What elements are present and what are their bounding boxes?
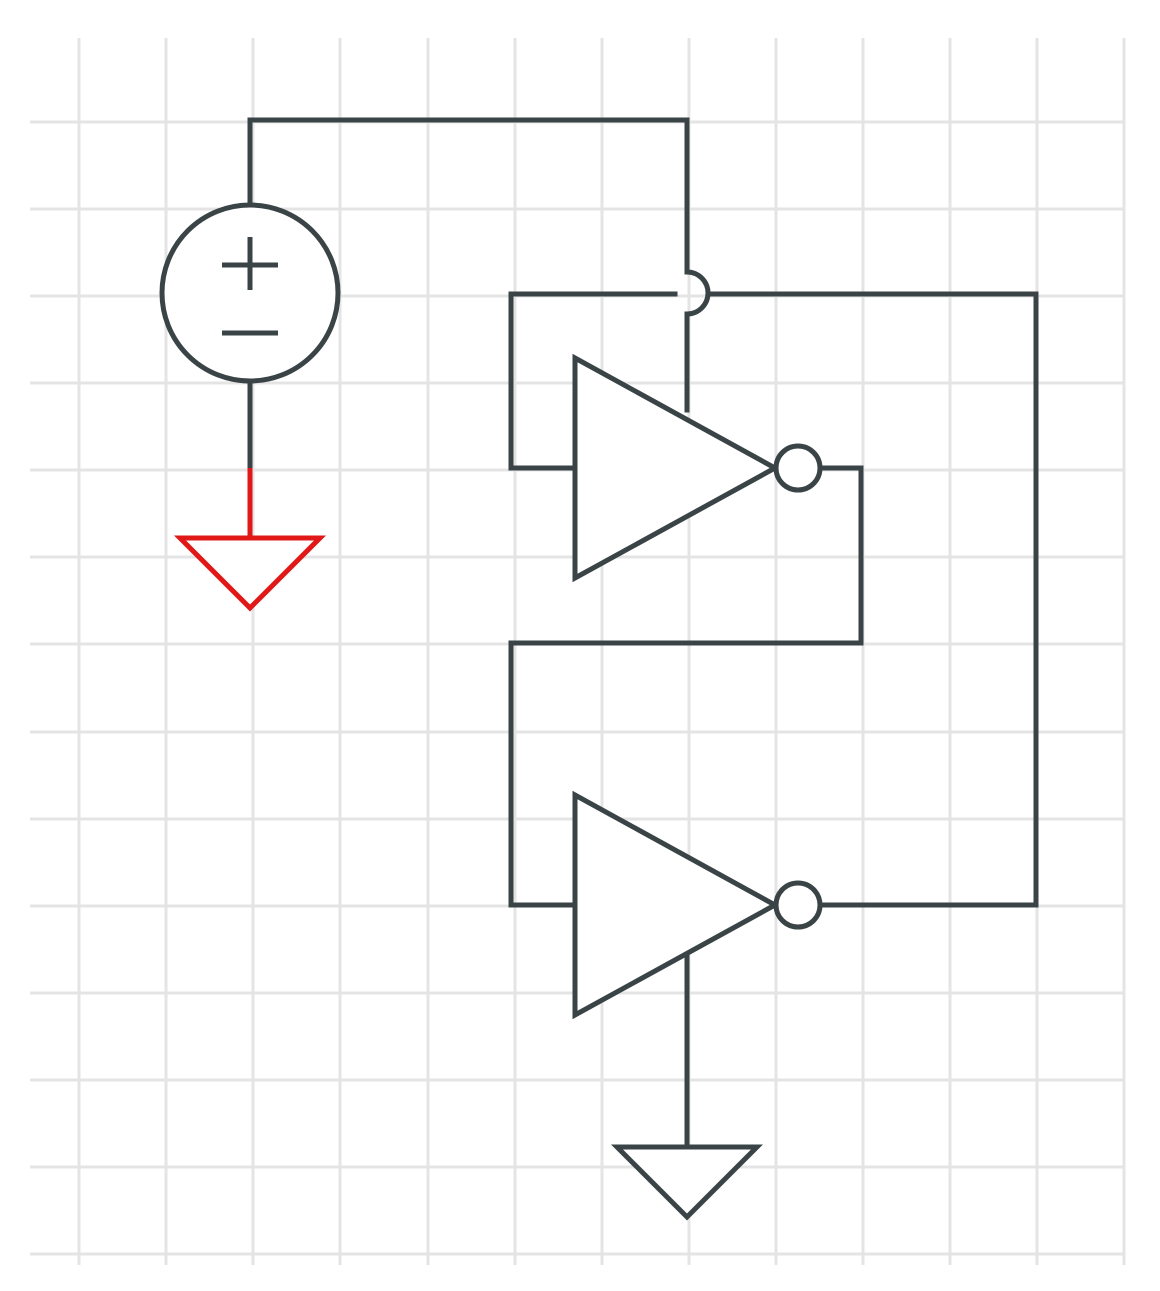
voltage-source-icon[interactable]: + − bbox=[159, 0, 341, 384]
inverter-icon[interactable] bbox=[572, 790, 823, 1020]
ground-icon[interactable] bbox=[610, 1144, 764, 1221]
wires bbox=[247, 117, 1039, 1150]
inverter-output-bubble bbox=[773, 443, 823, 493]
ground-icon-highlighted[interactable] bbox=[173, 468, 327, 612]
inverter-icon[interactable] bbox=[572, 353, 823, 583]
feedback-wire-top[interactable] bbox=[508, 291, 1039, 908]
interconnect-wire[interactable] bbox=[508, 465, 864, 908]
inverter-output-bubble bbox=[773, 880, 823, 930]
supply-wire[interactable] bbox=[247, 117, 711, 413]
